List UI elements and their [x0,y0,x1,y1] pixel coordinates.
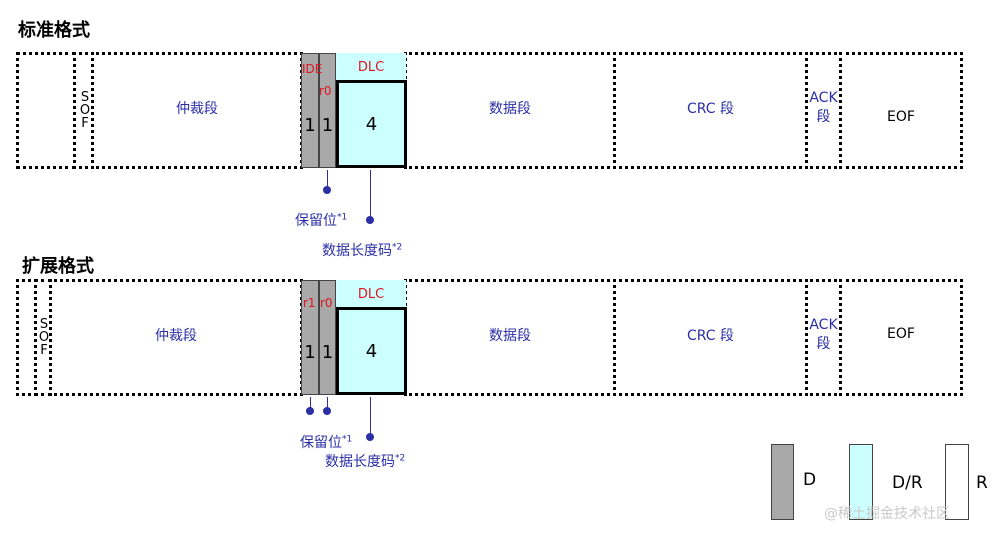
std-reserved-pointer-line [327,170,328,190]
std-reserved-note-text: 保留位 [295,213,337,229]
ext-dlc-pointer-dot [366,433,374,441]
ext-r0-bit: 1 [319,280,336,395]
ext-data-label: 数据段 [489,327,531,344]
std-data-label: 数据段 [489,100,531,117]
ext-arbitration-field: 仲裁段 [49,279,303,396]
legend-dominant-swatch [771,444,794,520]
ext-ack-field: ACK 段 [805,279,842,396]
std-reserved-note-sup: *1 [337,212,348,223]
ext-crc-field: CRC 段 [613,279,808,396]
std-ide-bit: 1 [301,53,319,168]
ext-sof-f: F [40,343,48,358]
ext-r0-label: r0 [320,296,333,310]
legend-dr-swatch [849,444,873,520]
ext-r1-bit: 1 [301,280,319,395]
std-sof-s: S [80,90,90,105]
std-arbitration-field: 仲裁段 [91,52,303,169]
std-dlc-pointer-line [370,170,371,220]
std-crc-label: CRC 段 [686,100,735,117]
extended-format-title: 扩展格式 [22,256,94,277]
ext-ack-label: ACK [809,316,838,333]
legend-dominant-label: D [803,470,817,490]
legend-recessive-label: R [976,473,988,493]
ext-sof-o: O [38,330,50,345]
std-data-field: 数据段 [404,52,616,169]
std-reserved-pointer-dot [323,186,331,194]
ext-r1-label: r1 [303,296,316,310]
std-crc-field: CRC 段 [613,52,808,169]
watermark: @稀土掘金技术社区 [824,506,950,522]
std-ack-seg-label: 段 [816,108,831,125]
std-dlc-pointer-dot [366,216,374,224]
std-ide-label: IDE [302,62,323,76]
ext-data-field: 数据段 [404,279,616,396]
ext-r1-pointer-line [310,397,311,411]
std-r0-label: r0 [319,84,332,98]
std-sof-o: O [79,103,91,118]
std-reserved-note: 保留位*1 [295,210,347,230]
legend-dr-label: D/R [892,473,923,493]
std-r0-bit: 1 [319,53,336,168]
ext-dlc-note-sup: *2 [395,453,406,464]
ext-dlc-note-text: 数据长度码 [325,454,395,470]
std-dlc-note-text: 数据长度码 [322,243,392,259]
standard-format-title: 标准格式 [18,20,90,41]
std-dlc-box: 4 [336,80,407,168]
ext-reserved-note-text: 保留位 [300,435,342,451]
std-eof-field: EOF [839,52,963,169]
ext-arbitration-label: 仲裁段 [155,327,197,344]
std-ack-field: ACK 段 [805,52,842,169]
ext-sof-s: S [39,317,49,332]
ext-reserved-note-sup: *1 [342,434,353,445]
ext-ack-seg-label: 段 [816,335,831,352]
std-arbitration-label: 仲裁段 [176,100,218,117]
ext-dlc-note: 数据长度码*2 [325,451,405,471]
std-sof-f: F [81,116,89,131]
ext-eof-label: EOF [887,325,915,342]
std-ack-label: ACK [809,89,838,106]
ext-dlc-box: 4 [336,307,407,395]
ext-r1-pointer-dot [306,407,314,415]
std-dlc-header: DLC [336,53,406,81]
std-dlc-note-sup: *2 [392,242,403,253]
ext-r0-pointer-line [327,397,328,411]
ext-reserved-note: 保留位*1 [300,432,352,452]
std-idle-field [16,52,76,169]
ext-eof-field: EOF [839,279,963,396]
std-eof-label: EOF [887,108,915,125]
ext-dlc-pointer-line [370,397,371,437]
ext-r0-pointer-dot [323,407,331,415]
std-dlc-note: 数据长度码*2 [322,240,402,260]
ext-dlc-header: DLC [336,280,406,308]
ext-crc-label: CRC 段 [686,327,735,344]
legend-recessive-swatch [945,444,969,520]
